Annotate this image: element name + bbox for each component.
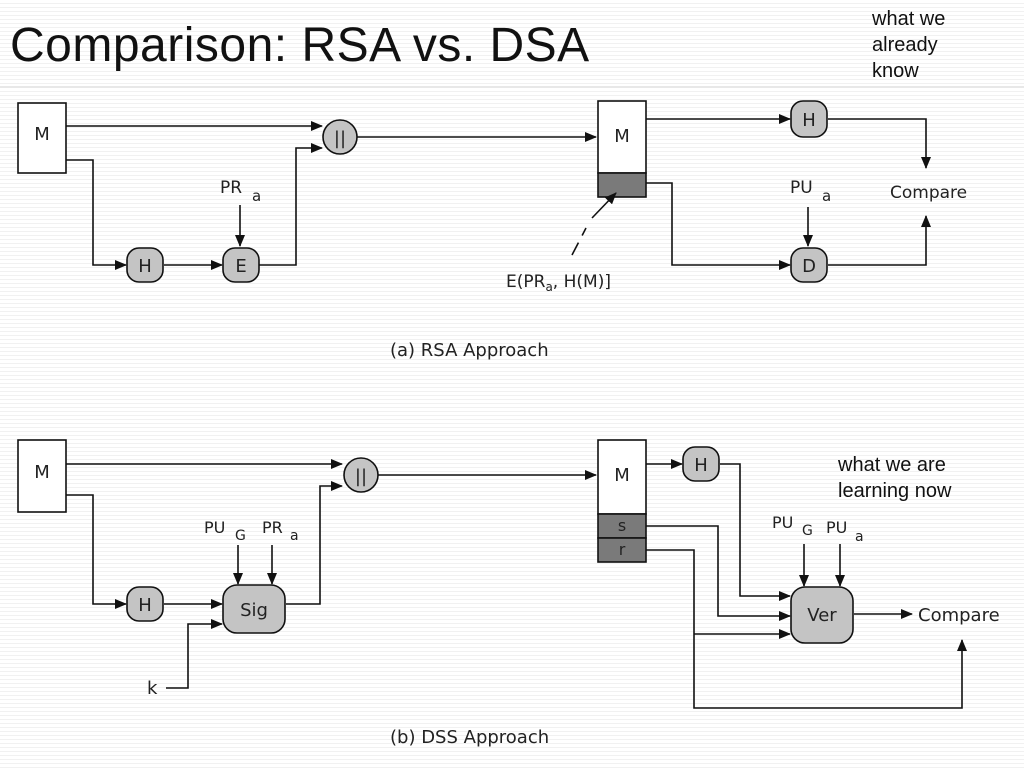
rsa-message-box (17, 102, 67, 174)
rsa-concat-node (322, 119, 358, 155)
dss-received-message-box (597, 439, 647, 515)
dss-compare-label: Compare (918, 605, 1000, 626)
dss-concat-node (343, 457, 379, 493)
rsa-message-label: M (34, 124, 50, 145)
dss-verify-public-key-subscript: a (855, 529, 864, 545)
dss-message-box (17, 439, 67, 513)
rsa-public-key-label: PU (790, 178, 813, 198)
dss-verify-global-key-label: PU (772, 513, 793, 532)
rsa-signature-block (597, 172, 647, 198)
dss-random-k-label: k (147, 678, 158, 699)
rsa-encrypt-label: E (235, 256, 246, 277)
dss-verify-public-key-label: PU (826, 518, 847, 537)
dss-private-key-label: PR (262, 518, 283, 537)
dss-verify-label: Ver (807, 605, 837, 626)
dss-hash-label: H (138, 595, 152, 616)
note-already-know: what we already know (872, 8, 946, 82)
rsa-signature-annotation: E(PRa, H(M)] (506, 272, 611, 294)
rsa-encrypt-node (222, 247, 260, 283)
rsa-diagram (17, 100, 931, 270)
rsa-recv-hash-node (790, 100, 828, 138)
rsa-caption: (a) RSA Approach (390, 340, 549, 361)
rsa-decrypt-node (790, 247, 828, 283)
rsa-public-key-subscript: a (822, 187, 831, 205)
rsa-received-message-label: M (614, 126, 630, 147)
dss-verify-node (790, 586, 854, 644)
slide-title: Comparison: RSA vs. DSA (10, 19, 590, 72)
dss-r-label: r (619, 540, 626, 559)
dss-global-key-subscript: G (235, 528, 246, 544)
title-divider (0, 86, 1024, 88)
rsa-recv-hash-label: H (802, 110, 816, 131)
rsa-private-key-label: PR (220, 178, 242, 198)
dss-recv-hash-node (682, 446, 720, 482)
rsa-hash-node (126, 247, 164, 283)
dss-private-key-subscript: a (290, 528, 299, 544)
rsa-hash-label: H (138, 256, 152, 277)
dss-hash-node (126, 586, 164, 622)
rsa-decrypt-label: D (802, 256, 816, 277)
rsa-received-message-box (597, 100, 647, 174)
dss-sign-node (222, 584, 286, 634)
note-learning-now: what we are learning now (838, 454, 952, 502)
dss-received-message-label: M (614, 465, 630, 486)
dss-message-label: M (34, 462, 50, 483)
dss-concat-label: || (355, 466, 367, 487)
rsa-private-key-subscript: a (252, 187, 261, 205)
dss-recv-hash-label: H (694, 455, 708, 476)
dss-global-key-label: PU (204, 518, 225, 537)
rsa-compare-label: Compare (890, 183, 967, 203)
rsa-concat-label: || (334, 128, 346, 149)
dss-verify-global-key-subscript: G (802, 523, 813, 539)
dss-caption: (b) DSS Approach (390, 727, 549, 748)
dss-sign-label: Sig (240, 600, 268, 621)
dss-diagram (17, 439, 967, 709)
dss-s-label: s (618, 516, 626, 535)
